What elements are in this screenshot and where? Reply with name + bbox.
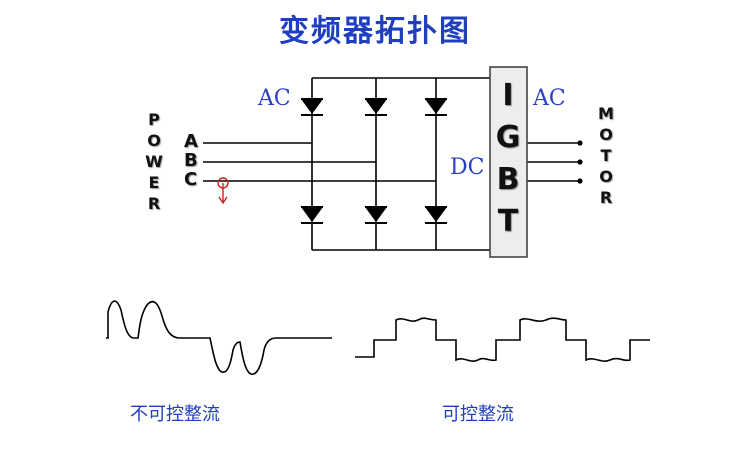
ac-output-label: AC [533,86,566,111]
motor-letter: O [599,167,613,186]
diode-upper-3 [425,98,447,116]
phase-a-label: A [184,131,198,152]
output-dot-1 [577,140,583,146]
igbt-letter: B [496,162,520,197]
output-dot-2 [577,159,583,165]
ac-input-label: AC [258,86,291,111]
controlled-caption: 可控整流 [442,404,514,425]
diode-upper-1 [301,98,323,116]
diode-lower-3 [425,206,447,224]
power-letter: R [147,194,161,213]
waveforms [106,300,650,375]
phase-b-label: B [184,150,198,171]
diode-group [301,98,447,224]
output-dot-3 [577,178,583,184]
output-terminals [577,140,583,184]
power-letter: W [145,152,163,171]
phase-c-label: C [184,169,198,190]
uncontrolled-waveform [106,300,332,375]
power-letter: O [147,131,161,150]
motor-letter: R [599,188,613,207]
uncontrolled-caption: 不可控整流 [130,404,220,425]
controlled-waveform [355,317,650,362]
motor-letter: O [599,125,613,144]
diode-lower-1 [301,206,323,224]
motor-letter: T [600,146,612,165]
igbt-box [489,66,528,258]
current-probe-icon [217,177,229,205]
diode-lower-2 [365,206,387,224]
power-letter: P [148,110,160,129]
motor-letter: M [598,104,614,123]
page-title: 变频器拓扑图 [279,14,471,49]
igbt-letter: I [502,78,514,113]
igbt-letter: T [497,204,519,239]
igbt-letter: G [495,120,521,155]
diode-upper-2 [365,98,387,116]
dc-label: DC [450,155,485,180]
power-letter: E [148,173,160,192]
